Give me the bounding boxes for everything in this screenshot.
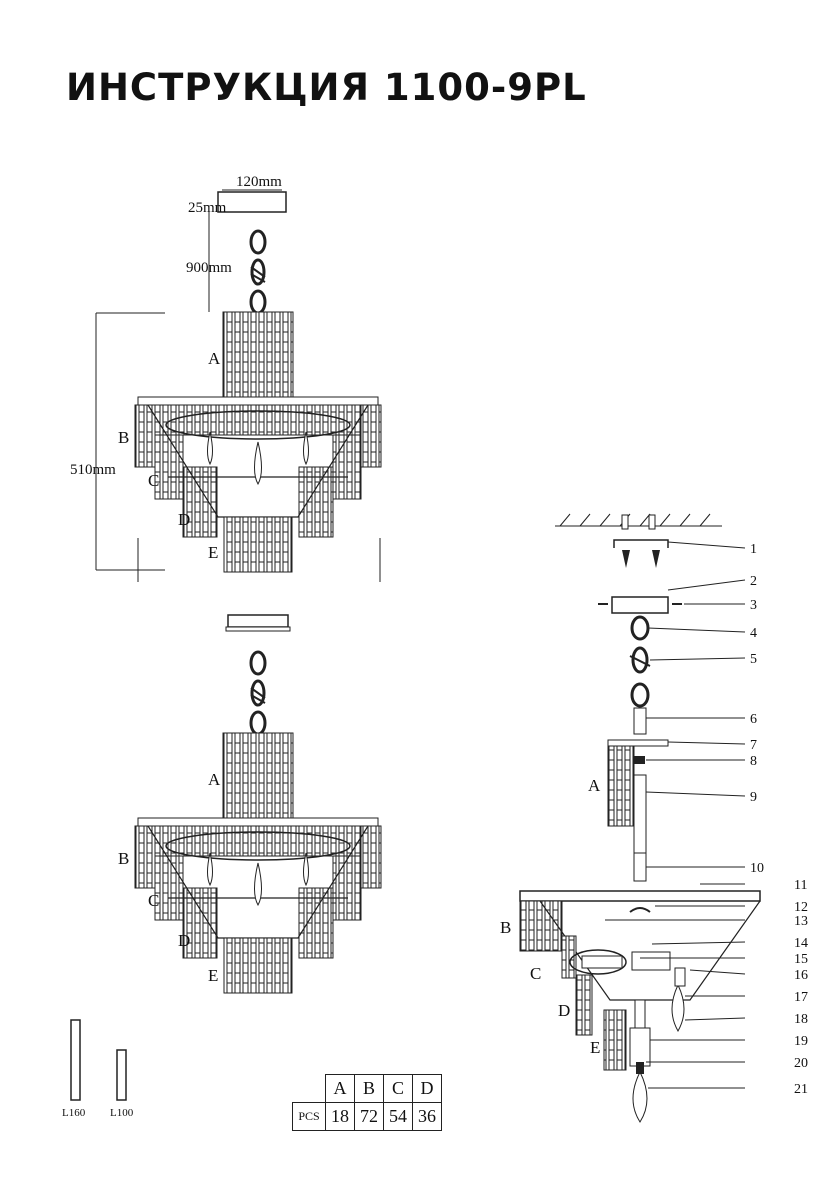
part-20: 20 bbox=[794, 1056, 808, 1071]
canopy bbox=[227, 614, 289, 628]
exploded-view: 1 2 3 4 5 6 7 8 9 10 11 12 13 14 15 16 1… bbox=[500, 513, 808, 1123]
tier-label-c: C bbox=[148, 471, 159, 490]
part-13: 13 bbox=[794, 914, 808, 929]
tier-label-d: D bbox=[178, 510, 190, 529]
rod-long-label: L160 bbox=[62, 1107, 86, 1119]
rod-short-label: L100 bbox=[110, 1107, 134, 1119]
tier-label-b: B bbox=[500, 918, 511, 937]
count-b: 72 bbox=[354, 1102, 384, 1131]
tier-label-e: E bbox=[208, 966, 218, 985]
width-dimension: 120mm bbox=[236, 174, 282, 190]
tier-label-a: A bbox=[588, 776, 601, 795]
parts-count-table: A B C D PCS 18 72 54 36 bbox=[292, 1074, 442, 1131]
rod-short bbox=[116, 1049, 127, 1101]
count-a: 18 bbox=[325, 1102, 355, 1131]
crystal-rods: L160 L100 bbox=[62, 1019, 134, 1119]
part-18: 18 bbox=[794, 1012, 808, 1027]
chandelier-front-view: A B C D E bbox=[118, 614, 383, 995]
part-15: 15 bbox=[794, 952, 808, 967]
count-c: 54 bbox=[383, 1102, 413, 1131]
tier-label-b: B bbox=[118, 849, 129, 868]
header-c: C bbox=[383, 1074, 413, 1103]
tier-label-a: A bbox=[208, 349, 221, 368]
part-1: 1 bbox=[750, 542, 757, 557]
part-9: 9 bbox=[750, 790, 757, 805]
part-3: 3 bbox=[750, 598, 757, 613]
part-12: 12 bbox=[794, 900, 808, 915]
table-header-row: A B C D bbox=[292, 1074, 442, 1103]
part-4: 4 bbox=[750, 626, 757, 641]
height-dimension: 510mm bbox=[70, 462, 116, 478]
part-19: 19 bbox=[794, 1034, 808, 1049]
part-11: 11 bbox=[794, 878, 807, 893]
chandelier-top-view: 120mm 25mm 900mm 510mm A B C D E bbox=[70, 174, 383, 582]
table-row: PCS 18 72 54 36 bbox=[292, 1102, 442, 1131]
chain-dimension: 900mm bbox=[186, 260, 232, 276]
mounting-bracket bbox=[613, 539, 669, 548]
part-7: 7 bbox=[750, 738, 757, 753]
header-d: D bbox=[412, 1074, 442, 1103]
row-label: PCS bbox=[292, 1102, 326, 1131]
canopy-dimension: 25mm bbox=[188, 200, 227, 216]
part-17: 17 bbox=[794, 990, 808, 1005]
tier-label-c: C bbox=[148, 891, 159, 910]
part-14: 14 bbox=[794, 936, 808, 951]
tier-label-b: B bbox=[118, 428, 129, 447]
part-10: 10 bbox=[750, 861, 764, 876]
header-a: A bbox=[325, 1074, 355, 1103]
part-6: 6 bbox=[750, 712, 757, 727]
part-8: 8 bbox=[750, 754, 757, 769]
tier-label-a: A bbox=[208, 770, 221, 789]
header-b: B bbox=[354, 1074, 384, 1103]
tier-label-d: D bbox=[178, 931, 190, 950]
page-title: ИНСТРУКЦИЯ 1100-9PL bbox=[66, 66, 587, 109]
tube bbox=[633, 774, 647, 854]
part-21: 21 bbox=[794, 1082, 808, 1097]
exploded-canopy bbox=[611, 596, 669, 614]
part-16: 16 bbox=[794, 968, 808, 983]
part-2: 2 bbox=[750, 574, 757, 589]
part-5: 5 bbox=[750, 652, 757, 667]
tier-label-d: D bbox=[558, 1001, 570, 1020]
frame-plate bbox=[519, 890, 761, 902]
tier-label-c: C bbox=[530, 964, 541, 983]
tier-label-e: E bbox=[208, 543, 218, 562]
rod-long bbox=[70, 1019, 81, 1101]
count-d: 36 bbox=[412, 1102, 442, 1131]
canopy bbox=[217, 191, 287, 213]
tier-label-e: E bbox=[590, 1038, 600, 1057]
